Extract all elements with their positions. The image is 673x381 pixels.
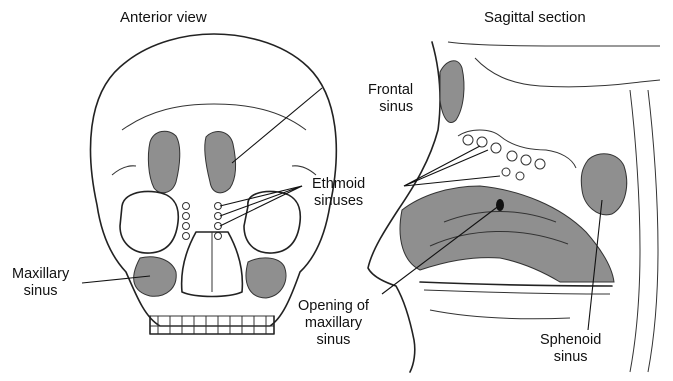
sagittal-nasal-cavity [400, 186, 614, 282]
frontal-sinus-label: Frontal sinus [368, 82, 413, 116]
maxillary-sinus-label: Maxillary sinus [12, 266, 69, 300]
leader-ethmoid-sag-1 [404, 146, 480, 186]
sphenoid-sinus-label: Sphenoid sinus [540, 332, 601, 366]
sagittal-frontal-sinus [440, 61, 464, 123]
leader-ethmoid-sag-2 [404, 150, 488, 186]
ethmoid-sinuses-label: Ethmoid sinuses [312, 176, 365, 210]
sagittal-sphenoid-sinus [581, 154, 626, 215]
opening-of-maxillary-sinus-label: Opening of maxillary sinus [298, 298, 369, 349]
